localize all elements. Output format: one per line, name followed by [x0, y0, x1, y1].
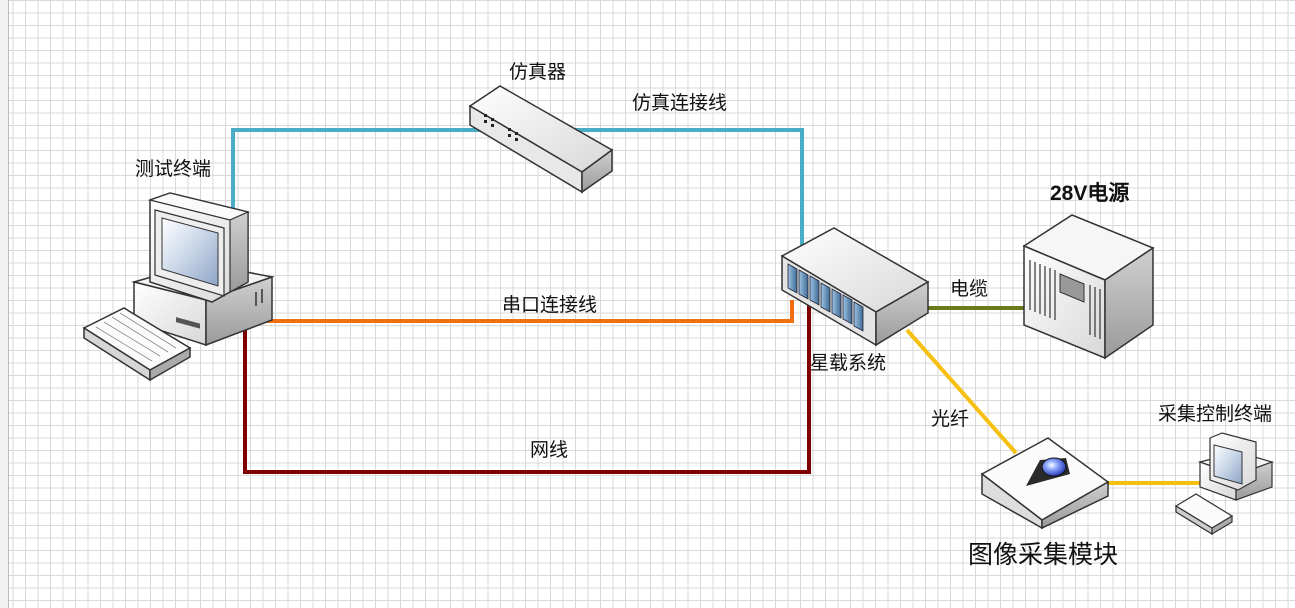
- power-supply-label: 28V电源: [1050, 182, 1130, 205]
- fiber-label: 光纤: [931, 408, 970, 430]
- network-link-label: 网线: [530, 439, 569, 461]
- serial-link-label: 串口连接线: [502, 294, 598, 316]
- test-terminal-label: 测试终端: [135, 158, 212, 180]
- image-module-device: [980, 437, 1110, 530]
- satellite-system-label: 星载系统: [810, 352, 887, 374]
- sim-link-line: [231, 128, 804, 245]
- acq-terminal-label: 采集控制终端: [1158, 403, 1273, 425]
- cable-label: 电缆: [950, 278, 989, 300]
- power-supply-device: [1022, 214, 1155, 360]
- network-link-line: [243, 300, 811, 474]
- fiber-line: [905, 328, 1018, 455]
- simulator-label: 仿真器: [509, 61, 567, 83]
- acq-terminal-pc: [1174, 432, 1274, 536]
- canvas-left-ruler: [0, 0, 9, 608]
- image-module-label: 图像采集模块: [968, 540, 1119, 569]
- sim-link-label: 仿真连接线: [632, 92, 728, 114]
- satellite-system-device: [780, 227, 930, 347]
- test-terminal-pc: [82, 192, 275, 382]
- simulator-device: [468, 85, 614, 194]
